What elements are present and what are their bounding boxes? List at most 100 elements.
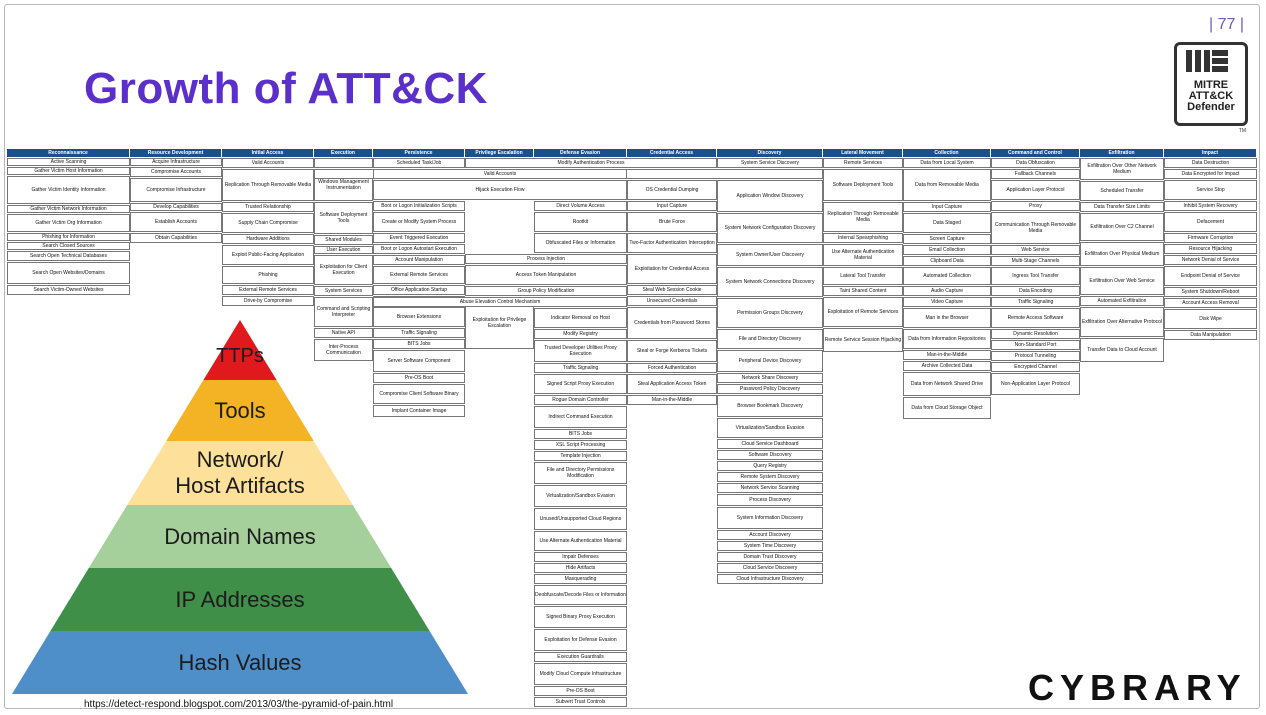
- technique-cell: Data Transfer Size Limits: [1080, 202, 1164, 212]
- technique-cell: Communication Through Removable Media: [991, 212, 1080, 244]
- technique-cell: Replication Through Removable Media: [222, 169, 314, 201]
- technique-cell: Unsecured Credentials: [627, 296, 717, 306]
- technique-cell: Automated Collection: [903, 267, 991, 285]
- technique-cell: Deobfuscate/Decode Files or Information: [534, 585, 627, 605]
- technique-cell: Boot or Logon Initialization Scripts: [373, 201, 465, 211]
- technique-cell: Remote Services: [823, 158, 903, 168]
- technique-cell: Account Access Removal: [1164, 298, 1257, 308]
- technique-cell: BITS Jobs: [373, 339, 465, 349]
- tactic-header: Command and Control: [991, 149, 1079, 157]
- technique-cell: Firmware Corruption: [1164, 233, 1257, 243]
- pyramid-level-label: Hash Values: [178, 649, 302, 675]
- technique-cell: Execution Guardrails: [534, 652, 627, 662]
- technique-cell: Data from Network Shared Drive: [903, 372, 991, 396]
- technique-cell: Trusted Developer Utilities Proxy Execut…: [534, 340, 627, 362]
- technique-cell: Native API: [314, 328, 373, 338]
- tactic-header: Lateral Movement: [823, 149, 902, 157]
- technique-cell: Data Staged: [903, 213, 991, 233]
- technique-cell: Man-in-the-Middle: [903, 350, 991, 360]
- technique-cell: Obfuscated Files or Information: [534, 233, 627, 253]
- technique-cell: Phishing: [222, 266, 314, 284]
- technique-cell: Compromise Infrastructure: [130, 178, 222, 202]
- technique-cell: Unused/Unsupported Cloud Regions: [534, 508, 627, 530]
- technique-cell: Command and Scripting Interpreter: [314, 297, 373, 327]
- technique-cell: Use Alternate Authentication Material: [823, 244, 903, 266]
- pyramid-level-label: Network/ Host Artifacts: [175, 447, 305, 498]
- pyramid-level: [12, 631, 468, 694]
- technique-cell: Abuse Elevation Control Mechanism: [373, 297, 627, 307]
- tactic-header: Collection: [903, 149, 990, 157]
- technique-cell: Process Injection: [465, 254, 627, 264]
- technique-cell: Event Triggered Execution: [373, 233, 465, 243]
- technique-cell: Taint Shared Content: [823, 286, 903, 296]
- tactic-header: Resource Development: [130, 149, 221, 157]
- technique-cell: Search Victim-Owned Websites: [7, 285, 130, 295]
- technique-cell: External Remote Services: [222, 285, 314, 295]
- technique-cell: Service Stop: [1164, 180, 1257, 200]
- technique-cell: Clipboard Data: [903, 256, 991, 266]
- tactic-header: Persistence: [373, 149, 464, 157]
- technique-cell: Virtualization/Sandbox Evasion: [717, 418, 823, 438]
- pyramid-level: [203, 320, 277, 380]
- technique-cell: Credentials from Password Stores: [627, 307, 717, 339]
- technique-cell: Account Manipulation: [373, 255, 465, 265]
- technique-cell: Endpoint Denial of Service: [1164, 266, 1257, 286]
- technique-cell: File and Directory Permissions Modificat…: [534, 462, 627, 484]
- technique-cell: Non-Application Layer Protocol: [991, 373, 1080, 395]
- technique-cell: Signed Binary Proxy Execution: [534, 606, 627, 628]
- technique-cell: Supply Chain Compromise: [222, 213, 314, 233]
- technique-cell: XSL Script Processing: [534, 440, 627, 450]
- technique-cell: Two-Factor Authentication Interception: [627, 233, 717, 253]
- technique-cell: Application Layer Protocol: [991, 180, 1080, 200]
- technique-cell: Input Capture: [627, 201, 717, 211]
- technique-cell: System Services: [314, 286, 373, 296]
- technique-cell: Brute Force: [627, 212, 717, 232]
- technique-cell: Replication Through Removable Media: [823, 202, 903, 232]
- technique-cell: Browser Extensions: [373, 307, 465, 327]
- technique-cell: Server Software Component: [373, 350, 465, 372]
- slide-title: Growth of ATT&CK: [84, 64, 488, 113]
- technique-cell: Active Scanning: [7, 158, 130, 166]
- pyramid-level-label: IP Addresses: [175, 586, 305, 612]
- technique-cell: Man-in-the-Middle: [627, 395, 717, 405]
- technique-cell: Valid Accounts: [373, 169, 627, 179]
- technique-cell: Software Deployment Tools: [314, 202, 373, 234]
- technique-cell: Exploitation of Remote Services: [823, 297, 903, 327]
- technique-cell: Access Token Manipulation: [465, 265, 627, 285]
- tactic-header: Credential Access: [627, 149, 716, 157]
- tactic-header: Defense Evasion: [534, 149, 626, 157]
- technique-cell: Modify Cloud Compute Infrastructure: [534, 663, 627, 685]
- cybrary-logo: CYBRARY: [1028, 667, 1247, 708]
- technique-cell: Multi-Stage Channels: [991, 256, 1080, 266]
- technique-cell: Query Registry: [717, 461, 823, 471]
- technique-cell: Proxy: [991, 201, 1080, 211]
- tactic-header: Impact: [1164, 149, 1256, 157]
- technique-cell: Indicator Removal on Host: [534, 308, 627, 328]
- logo-line-defender: Defender: [1187, 101, 1235, 113]
- technique-cell: Establish Accounts: [130, 212, 222, 232]
- technique-cell: Audio Capture: [903, 286, 991, 296]
- technique-cell: System Shutdown/Reboot: [1164, 287, 1257, 297]
- technique-cell: Compromise Accounts: [130, 167, 222, 177]
- technique-cell: Data Obfuscation: [991, 158, 1080, 168]
- technique-cell: Data Manipulation: [1164, 330, 1257, 340]
- technique-cell: System Network Connections Discovery: [717, 267, 823, 297]
- technique-cell: Defacement: [1164, 212, 1257, 232]
- technique-cell: System Network Configuration Discovery: [717, 213, 823, 243]
- pyramid-of-pain: [12, 320, 468, 694]
- technique-cell: Exfiltration Over Physical Medium: [1080, 242, 1164, 266]
- technique-cell: Cloud Service Discovery: [717, 563, 823, 573]
- technique-cell: Inhibit System Recovery: [1164, 201, 1257, 211]
- technique-cell: Remote Service Session Hijacking: [823, 328, 903, 352]
- technique-cell: Masquerading: [534, 574, 627, 584]
- technique-cell: Modify Authentication Process: [465, 158, 717, 168]
- technique-cell: Application Window Discovery: [717, 180, 823, 212]
- technique-cell: Data Encrypted for Impact: [1164, 169, 1257, 179]
- technique-cell: Impair Defenses: [534, 552, 627, 562]
- technique-cell: Ingress Tool Transfer: [991, 267, 1080, 285]
- slide-frame: [4, 4, 1260, 709]
- technique-cell: Valid Accounts: [222, 158, 314, 168]
- technique-cell: Network Share Discovery: [717, 373, 823, 383]
- pyramid-level-label: Domain Names: [164, 523, 316, 549]
- technique-cell: Resource Hijacking: [1164, 244, 1257, 254]
